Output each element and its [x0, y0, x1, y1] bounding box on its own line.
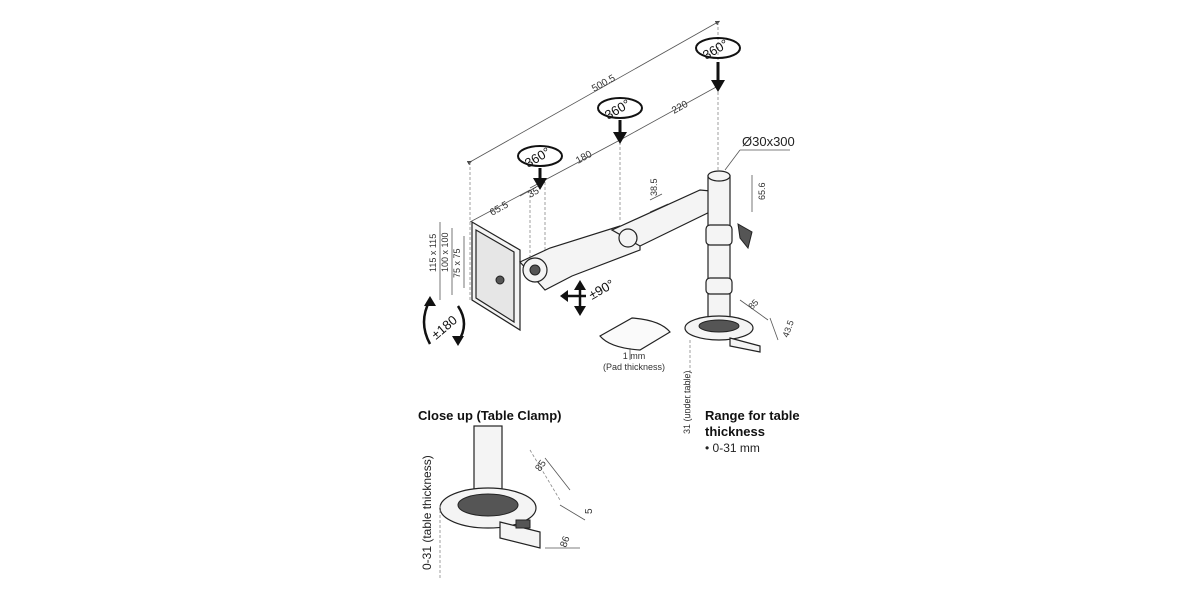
rotation-middle	[597, 97, 643, 144]
range-title-line2: thickness	[705, 424, 765, 439]
closeup-dim-86: 86	[558, 534, 572, 549]
rotation-top	[695, 37, 741, 92]
pole	[705, 170, 753, 327]
dim-height-top: 65.6	[757, 182, 767, 200]
arm-assembly	[519, 189, 723, 291]
tilt-label: ±90°	[586, 276, 617, 302]
pad	[599, 317, 671, 360]
dim-pole: Ø30x300	[742, 134, 795, 149]
closeup-clamp	[439, 425, 586, 580]
range-item: • 0-31 mm	[705, 441, 760, 455]
pad-thickness-caption: (Pad thickness)	[603, 362, 665, 372]
swivel-arrows	[422, 296, 466, 346]
dim-clamp-side: 43.5	[780, 319, 795, 339]
closeup-side-label: 0-31 (table thickness)	[420, 455, 434, 570]
dim-vesa-b: 100 x 100	[440, 232, 450, 272]
table-clamp	[684, 315, 761, 353]
dim-clamp-depth: 85	[746, 297, 760, 311]
closeup-title: Close up (Table Clamp)	[418, 408, 562, 423]
tilt-arrows	[560, 280, 586, 316]
dim-arm1: 180	[574, 149, 594, 167]
dim-vesa-a: 115 x 115	[428, 234, 438, 272]
dimension-lines	[439, 20, 790, 420]
pad-thickness-value: 1 mm	[623, 351, 646, 361]
closeup-dim-5: 5	[584, 508, 595, 514]
vesa-plate	[471, 220, 521, 332]
dim-gap: 38.5	[649, 178, 659, 196]
dim-thickness-range: 31 (under table)	[682, 370, 692, 434]
dim-overall: 500.5	[590, 73, 618, 95]
dim-offset-b: 35	[526, 185, 541, 200]
dim-vesa-c: 75 x 75	[452, 248, 462, 278]
range-title-line1: Range for table	[705, 408, 800, 423]
rotation-left	[517, 145, 563, 190]
dim-arm2: 220	[670, 99, 690, 117]
